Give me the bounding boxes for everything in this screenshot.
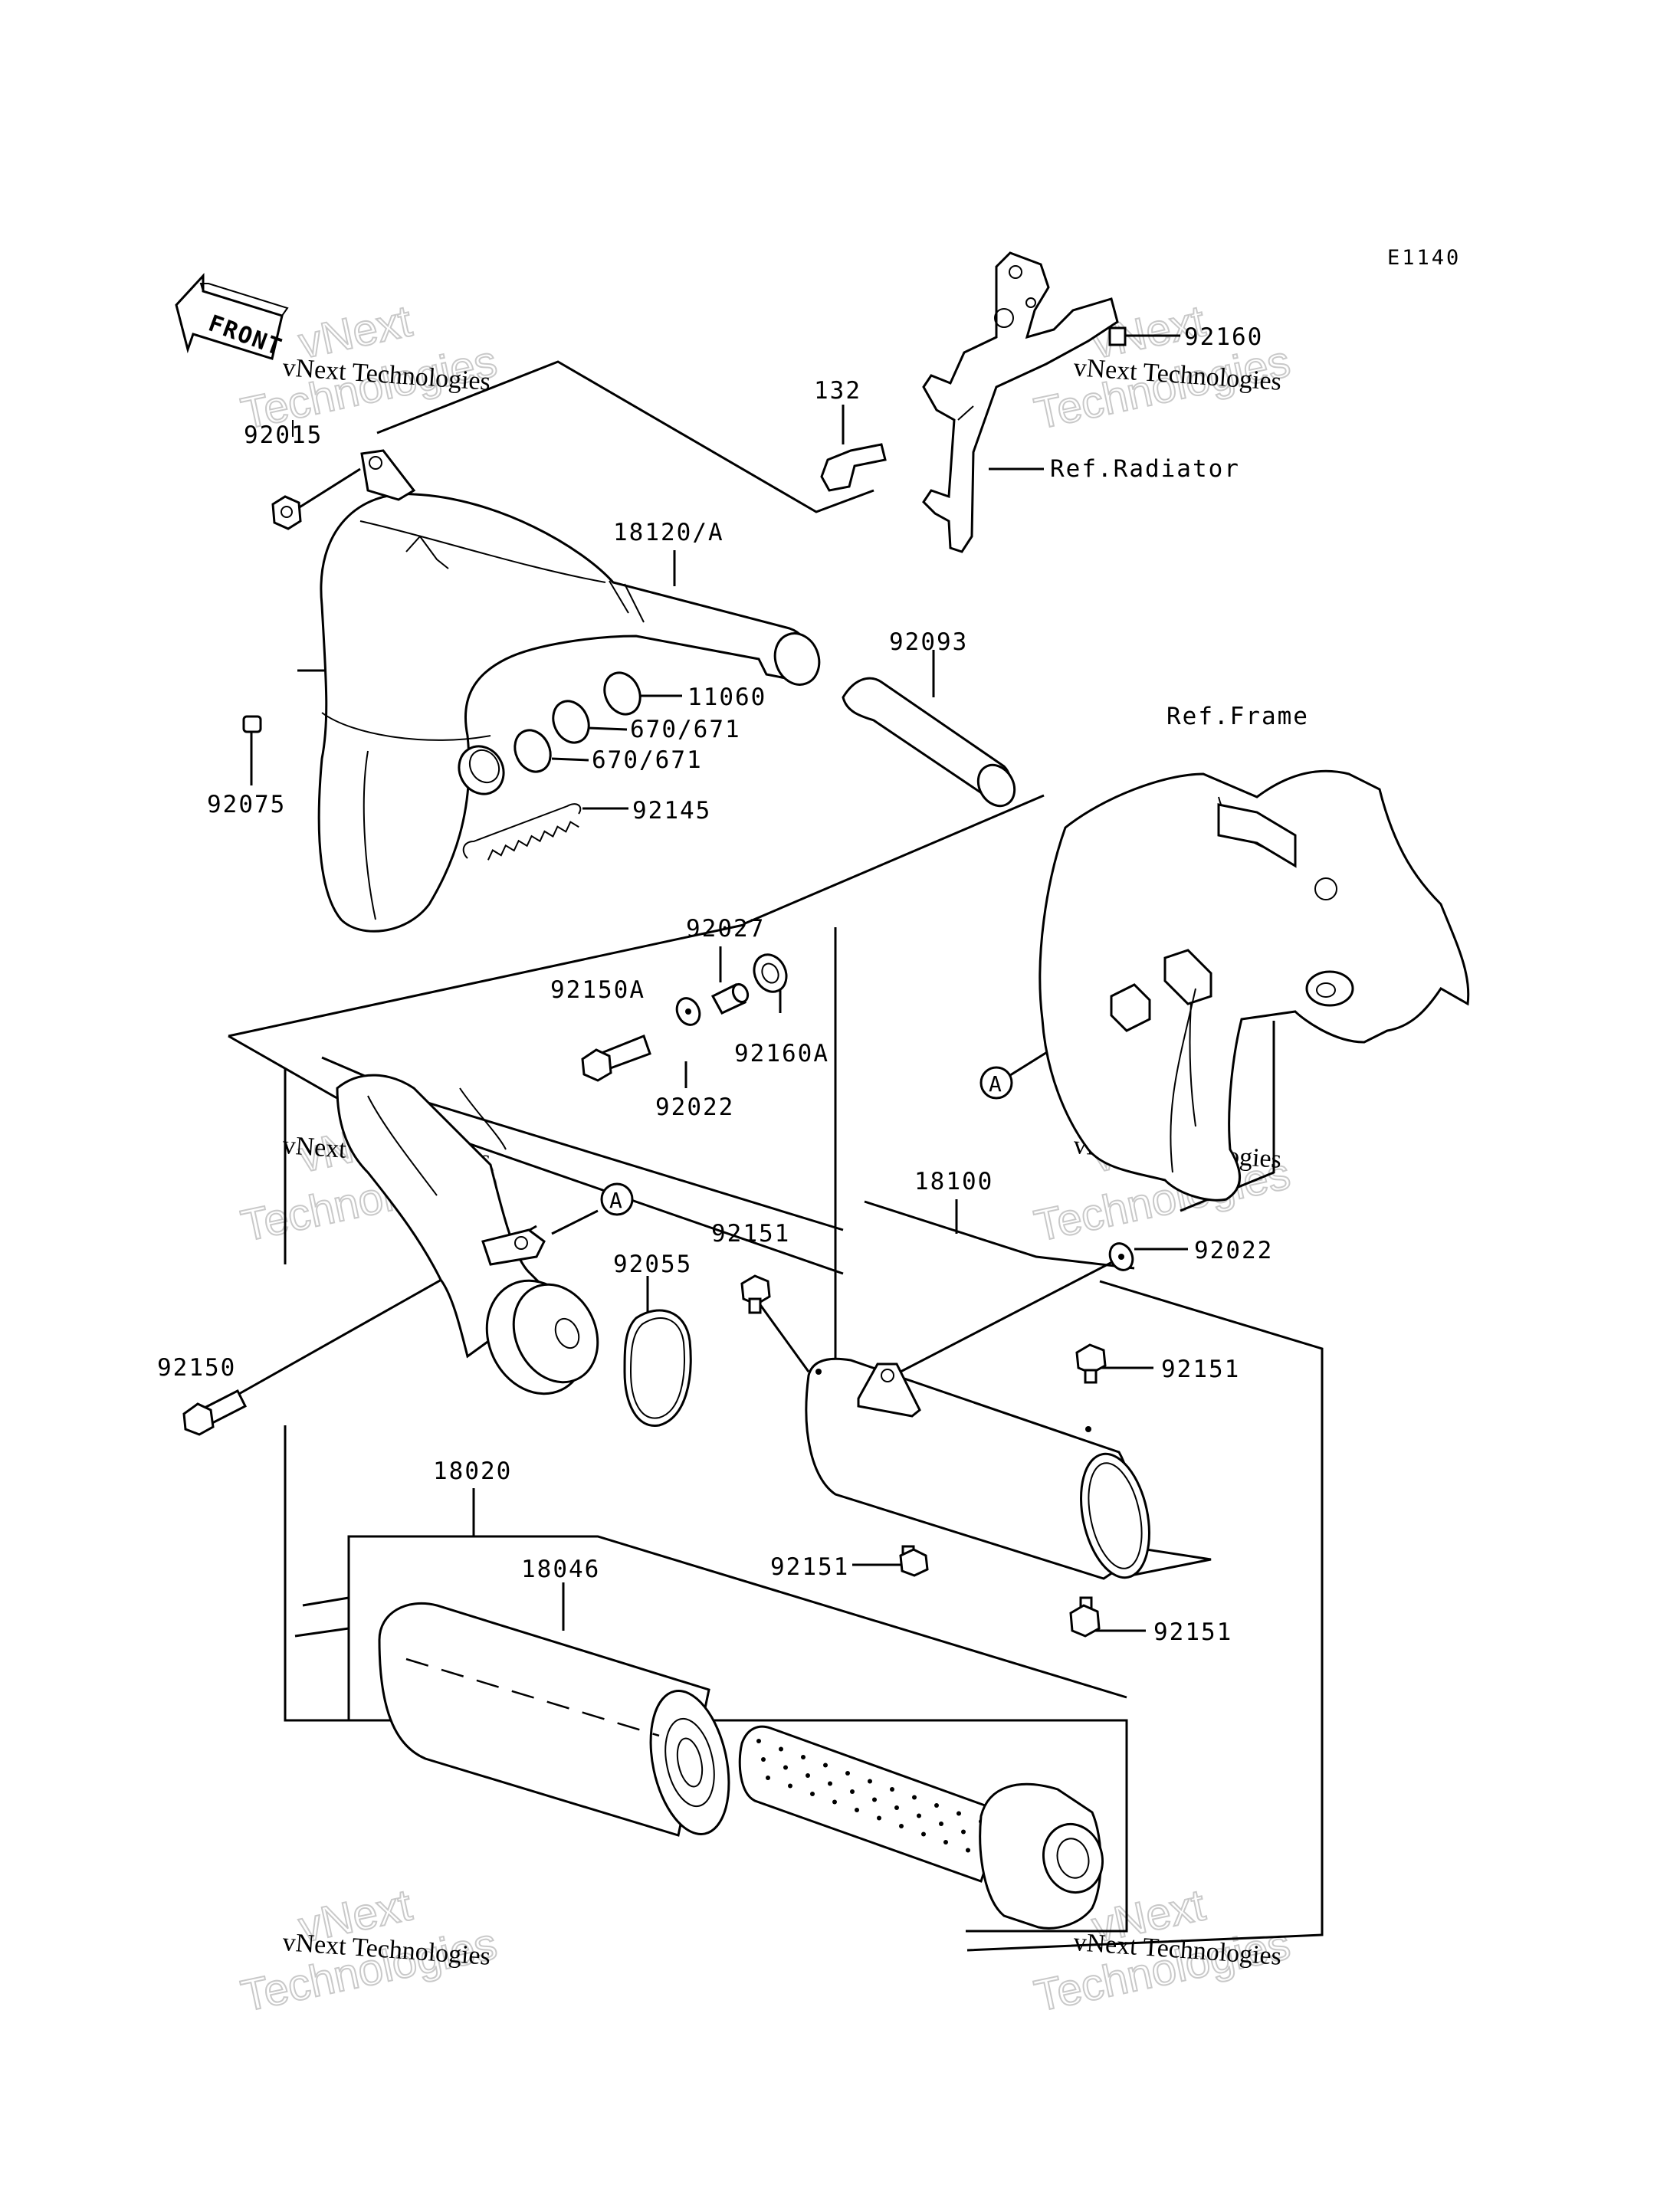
label-92145: 92145 <box>632 797 711 825</box>
label-92022-b: 92022 <box>1194 1237 1273 1264</box>
label-92150A: 92150A <box>550 976 645 1004</box>
perforation-dot <box>868 1779 872 1784</box>
label-18120A: 18120/A <box>613 519 724 546</box>
header-pipe-joint <box>336 1074 599 1395</box>
perforation-dot <box>761 1757 766 1762</box>
part-92022-washer-icon <box>675 997 701 1026</box>
part-92022-washer-b-icon <box>1108 1242 1134 1271</box>
perforation-dot <box>855 1808 859 1812</box>
svg-text:A: A <box>609 1188 622 1213</box>
label-92075: 92075 <box>207 791 286 818</box>
part-92160A-damper-icon <box>753 953 788 993</box>
label-ref-radiator: Ref.Radiator <box>1050 455 1240 483</box>
perforation-dot <box>779 1746 783 1752</box>
label-92151-b: 92151 <box>1161 1356 1240 1383</box>
o-rings <box>514 671 641 773</box>
perforation-dot <box>832 1799 837 1805</box>
perforation-dot <box>943 1840 948 1844</box>
part-92027-collar-icon <box>710 982 750 1015</box>
perforation-dot <box>921 1831 926 1837</box>
end-cap <box>979 1783 1104 1930</box>
perforation-dot <box>828 1781 832 1786</box>
label-670-671-b: 670/671 <box>592 746 703 774</box>
part-92150-bolt-icon <box>182 1389 248 1436</box>
perforation-dot <box>894 1805 899 1810</box>
frame-reference <box>1039 769 1470 1202</box>
silencer-packing-18046 <box>378 1602 730 1837</box>
perforation-dot <box>877 1815 881 1821</box>
front-arrow-icon: FRONT <box>175 273 289 362</box>
label-ref-frame: Ref.Frame <box>1166 703 1309 730</box>
perforation-dot <box>934 1803 939 1808</box>
label-11060: 11060 <box>687 684 766 711</box>
perforation-dot <box>845 1771 850 1776</box>
part-92151-bolt-d-icon <box>1069 1596 1101 1638</box>
leader-lines <box>228 334 1324 1952</box>
label-92151-a: 92151 <box>711 1220 790 1248</box>
part-labels: 92160 132 Ref.Radiator 92015 18120/A 920… <box>157 323 1309 1646</box>
label-132: 132 <box>814 377 861 405</box>
perforation-dot <box>872 1797 877 1802</box>
sleeve-92093 <box>842 677 1016 808</box>
label-92055: 92055 <box>613 1251 692 1278</box>
perforation-dot <box>823 1763 828 1768</box>
watermark-bottom-left: vNext Technologies vNext Technologies <box>236 1879 502 2022</box>
perforation-dot <box>810 1792 815 1796</box>
radiator-bracket <box>922 251 1119 553</box>
perforation-dot <box>961 1829 966 1835</box>
label-92150: 92150 <box>157 1354 236 1382</box>
label-92022-a: 92022 <box>655 1094 734 1121</box>
part-92015-nut-icon <box>271 495 302 530</box>
perforation-dot <box>956 1811 961 1816</box>
diagram-code: E1140 <box>1387 246 1461 270</box>
perforation-dot <box>966 1848 970 1853</box>
label-92027: 92027 <box>686 915 765 943</box>
callout-a-frame: A <box>979 1066 1013 1100</box>
label-18046: 18046 <box>521 1556 600 1583</box>
part-92160-icon <box>1108 326 1127 346</box>
label-670-671-a: 670/671 <box>630 716 741 743</box>
perforation-dot <box>899 1824 904 1828</box>
callout-a-header: A <box>600 1182 634 1216</box>
svg-text:A: A <box>989 1071 1002 1097</box>
label-92151-c: 92151 <box>770 1553 849 1581</box>
label-92093: 92093 <box>889 628 968 656</box>
label-18100: 18100 <box>914 1168 993 1195</box>
part-92151-bolt-b-icon <box>1075 1343 1107 1384</box>
part-92075-icon <box>242 715 262 733</box>
expansion-chamber-18120A <box>317 449 821 933</box>
perforation-dot <box>788 1783 792 1789</box>
perforation-dot <box>806 1773 810 1778</box>
perforation-dot <box>912 1795 917 1800</box>
perforation-dot <box>890 1787 894 1792</box>
perforation-dot <box>801 1755 806 1759</box>
label-92151-d: 92151 <box>1153 1618 1232 1646</box>
perforation-dot <box>783 1765 788 1770</box>
perforation-dot <box>756 1739 761 1743</box>
inner-perforated-tube <box>738 1725 1006 1883</box>
perforation-dot <box>766 1776 770 1780</box>
label-18020: 18020 <box>433 1458 512 1485</box>
part-92151-bolt-a-icon <box>740 1274 771 1314</box>
part-92150A-bolt-icon <box>581 1035 651 1082</box>
perforation-dot <box>850 1789 855 1794</box>
perforation-dot <box>939 1822 943 1826</box>
gasket-92055-icon <box>623 1309 692 1427</box>
part-92151-bolt-c-icon <box>899 1545 929 1577</box>
silencer-body-18100 <box>805 1357 1150 1580</box>
label-92160: 92160 <box>1184 323 1263 351</box>
label-92160A: 92160A <box>734 1040 829 1067</box>
perforation-dot <box>917 1813 921 1818</box>
label-92015: 92015 <box>244 421 323 449</box>
part-132-bolt-icon <box>820 443 887 492</box>
spring-92145-icon <box>462 803 582 861</box>
